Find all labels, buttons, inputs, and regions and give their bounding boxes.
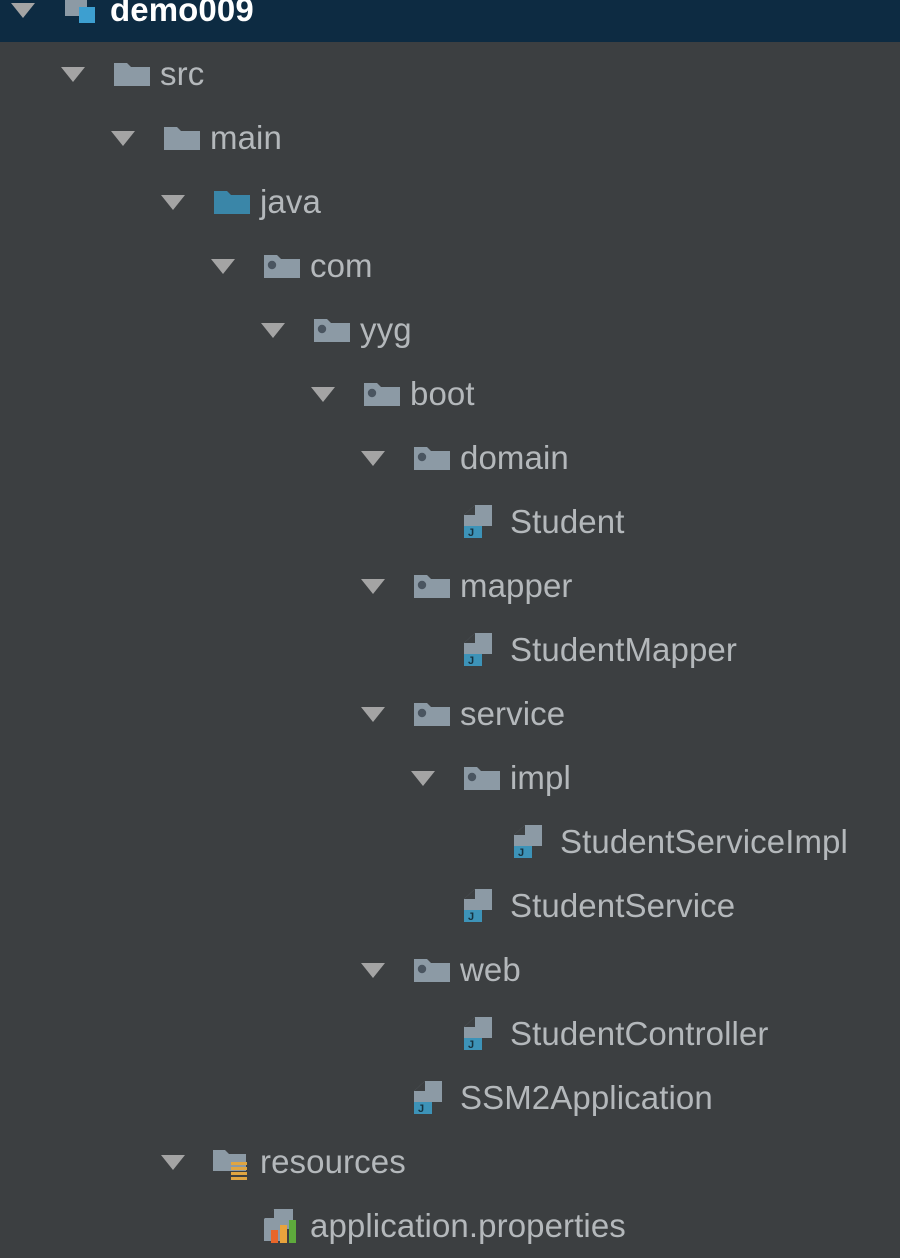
expand-arrow-icon[interactable] (260, 317, 286, 343)
svg-text:J: J (518, 847, 524, 859)
expand-arrow-icon[interactable] (160, 189, 186, 215)
tree-row[interactable]: mapper (0, 554, 900, 618)
expand-arrow-icon[interactable] (410, 765, 436, 791)
chevron-down-icon (61, 66, 85, 82)
expand-arrow-icon[interactable] (310, 381, 336, 407)
chevron-down-icon (161, 1154, 185, 1170)
source-folder-icon (210, 180, 254, 224)
svg-text:J: J (468, 655, 474, 667)
tree-node-label: StudentServiceImpl (560, 823, 848, 860)
package-icon (310, 308, 354, 352)
tree-row[interactable]: J StudentMapper (0, 618, 900, 682)
tree-node-label: impl (510, 759, 571, 796)
tree-node-label: boot (410, 375, 475, 412)
java-class-icon: J (460, 1012, 504, 1056)
module-icon (60, 0, 104, 32)
tree-row[interactable]: src (0, 42, 900, 106)
tree-node-label: web (460, 951, 521, 988)
tree-row[interactable]: impl (0, 746, 900, 810)
package-icon (410, 948, 454, 992)
tree-row[interactable]: J StudentService (0, 874, 900, 938)
svg-text:J: J (468, 1039, 474, 1051)
tree-node-label: Student (510, 503, 625, 540)
java-class-icon: J (510, 820, 554, 864)
svg-text:J: J (468, 911, 474, 923)
expand-arrow-icon[interactable] (60, 61, 86, 87)
folder-icon (160, 116, 204, 160)
expand-arrow-icon[interactable] (160, 1149, 186, 1175)
folder-icon (110, 52, 154, 96)
chevron-down-icon (211, 258, 235, 274)
tree-row[interactable]: demo009 (0, 0, 900, 42)
java-class-icon: J (460, 628, 504, 672)
chevron-down-icon (111, 130, 135, 146)
tree-node-label: service (460, 695, 566, 732)
chevron-down-icon (361, 962, 385, 978)
tree-row[interactable]: domain (0, 426, 900, 490)
svg-text:J: J (418, 1103, 424, 1115)
expand-arrow-icon[interactable] (360, 957, 386, 983)
svg-text:J: J (468, 527, 474, 539)
tree-node-label: domain (460, 439, 569, 476)
tree-row[interactable]: main (0, 106, 900, 170)
resources-folder-icon (210, 1140, 254, 1184)
tree-row[interactable]: boot (0, 362, 900, 426)
chevron-down-icon (361, 706, 385, 722)
tree-row[interactable]: J SSM2Application (0, 1066, 900, 1130)
tree-row[interactable]: service (0, 682, 900, 746)
package-icon (410, 564, 454, 608)
tree-node-label: SSM2Application (460, 1079, 713, 1116)
expand-arrow-icon[interactable] (110, 125, 136, 151)
package-icon (460, 756, 504, 800)
tree-node-label: yyg (360, 311, 412, 348)
chevron-down-icon (411, 770, 435, 786)
chevron-down-icon (361, 578, 385, 594)
tree-row[interactable]: resources (0, 1130, 900, 1194)
package-icon (260, 244, 304, 288)
tree-row[interactable]: application.properties (0, 1194, 900, 1258)
expand-arrow-icon[interactable] (360, 701, 386, 727)
tree-row[interactable]: java (0, 170, 900, 234)
expand-arrow-icon[interactable] (360, 445, 386, 471)
tree-row[interactable]: yyg (0, 298, 900, 362)
tree-node-label: demo009 (110, 0, 254, 28)
package-icon (360, 372, 404, 416)
tree-row[interactable]: J Student (0, 490, 900, 554)
java-class-icon: J (460, 500, 504, 544)
tree-node-label: StudentController (510, 1015, 769, 1052)
tree-node-label: StudentMapper (510, 631, 737, 668)
chevron-down-icon (311, 386, 335, 402)
tree-node-label: resources (260, 1143, 406, 1180)
tree-node-label: mapper (460, 567, 573, 604)
tree-node-label: StudentService (510, 887, 736, 924)
chevron-down-icon (161, 194, 185, 210)
tree-row[interactable]: com (0, 234, 900, 298)
expand-arrow-icon[interactable] (10, 0, 36, 23)
tree-node-label: main (210, 119, 282, 156)
java-class-icon: J (410, 1076, 454, 1120)
properties-file-icon (260, 1204, 304, 1248)
package-icon (410, 436, 454, 480)
tree-node-label: src (160, 55, 205, 92)
chevron-down-icon (261, 322, 285, 338)
package-icon (410, 692, 454, 736)
expand-arrow-icon[interactable] (210, 253, 236, 279)
tree-row[interactable]: J StudentController (0, 1002, 900, 1066)
tree-node-label: com (310, 247, 373, 284)
tree-row[interactable]: J StudentServiceImpl (0, 810, 900, 874)
tree-row[interactable]: web (0, 938, 900, 1002)
java-class-icon: J (460, 884, 504, 928)
chevron-down-icon (361, 450, 385, 466)
tree-node-label: application.properties (310, 1207, 626, 1244)
tree-node-label: java (260, 183, 321, 220)
expand-arrow-icon[interactable] (360, 573, 386, 599)
chevron-down-icon (11, 2, 35, 18)
